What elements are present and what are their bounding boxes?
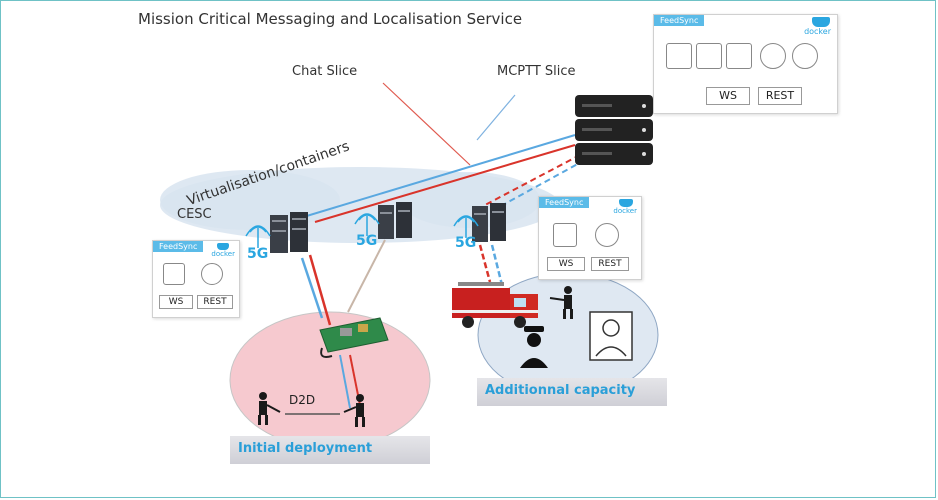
edge-server-1-icon <box>270 212 308 253</box>
rest-button: REST <box>758 87 802 105</box>
feedsync-tag: FeedSync <box>153 241 204 252</box>
initial-deployment-label: Initial deployment <box>230 436 430 464</box>
chat-slice-pointer <box>382 82 471 166</box>
link-red-dashed-2 <box>478 244 492 283</box>
link-blue-3 <box>339 354 351 409</box>
feedsync-tag: FeedSync <box>654 15 705 26</box>
link-red-dashed <box>484 154 581 206</box>
link-blue-2 <box>300 257 324 319</box>
fiveg-badge-2: 5G <box>356 233 378 249</box>
service-icon <box>760 43 786 69</box>
link-blue-1 <box>299 134 576 219</box>
service-icon <box>595 223 619 247</box>
docker-logo-icon: docker <box>804 17 831 36</box>
firefighter-3-icon <box>549 286 573 319</box>
firefighter-2-icon <box>343 394 365 427</box>
cesc-label: CESC <box>177 207 212 222</box>
link-red-2 <box>308 254 332 326</box>
additional-capacity-label: Additionnal capacity <box>477 378 667 406</box>
d2d-label: D2D <box>289 393 316 407</box>
feedsync-panel-left: FeedSync docker WS REST <box>152 240 240 318</box>
edge-server-3-icon <box>472 203 506 242</box>
edge-server-2-icon <box>378 202 412 239</box>
rest-button: REST <box>591 257 629 271</box>
main-server-icon <box>575 95 653 165</box>
diagram-title: Mission Critical Messaging and Localisat… <box>138 10 523 28</box>
ws-button: WS <box>159 295 193 309</box>
fiveg-badge-3: 5G <box>455 235 477 251</box>
database-icon <box>666 43 692 69</box>
service-icon <box>792 43 818 69</box>
fire-truck-icon <box>452 282 538 328</box>
iot-board-icon <box>319 317 389 358</box>
feedsync-panel-right: FeedSync docker WS REST <box>538 196 642 280</box>
mcptt-slice-pointer <box>476 94 516 141</box>
database-icon <box>163 263 185 285</box>
feedsync-tag: FeedSync <box>539 197 590 208</box>
link-red-1 <box>314 144 576 223</box>
docker-logo-icon: docker <box>211 243 235 258</box>
fiveg-badge-1: 5G <box>247 246 269 262</box>
mcptt-slice-label: MCPTT Slice <box>497 64 576 79</box>
antenna-3-icon <box>453 215 479 238</box>
ws-button: WS <box>706 87 750 105</box>
antenna-1-icon <box>245 225 271 248</box>
feedsync-panel-main: FeedSync docker WS REST <box>653 14 838 114</box>
docker-logo-icon: docker <box>613 199 637 215</box>
chat-slice-label: Chat Slice <box>292 64 358 79</box>
ws-button: WS <box>547 257 585 271</box>
link-blue-dashed-2 <box>490 244 504 286</box>
link-grey <box>347 239 386 313</box>
cloud <box>160 167 560 243</box>
police-officer-icon <box>520 326 548 368</box>
database-icon <box>553 223 577 247</box>
rest-button: REST <box>197 295 233 309</box>
antenna-2-icon <box>354 213 380 236</box>
firefighter-1-icon <box>258 392 281 425</box>
doctor-icon <box>589 311 633 361</box>
service-icon <box>201 263 223 285</box>
database-icon <box>726 43 752 69</box>
database-icon <box>696 43 722 69</box>
